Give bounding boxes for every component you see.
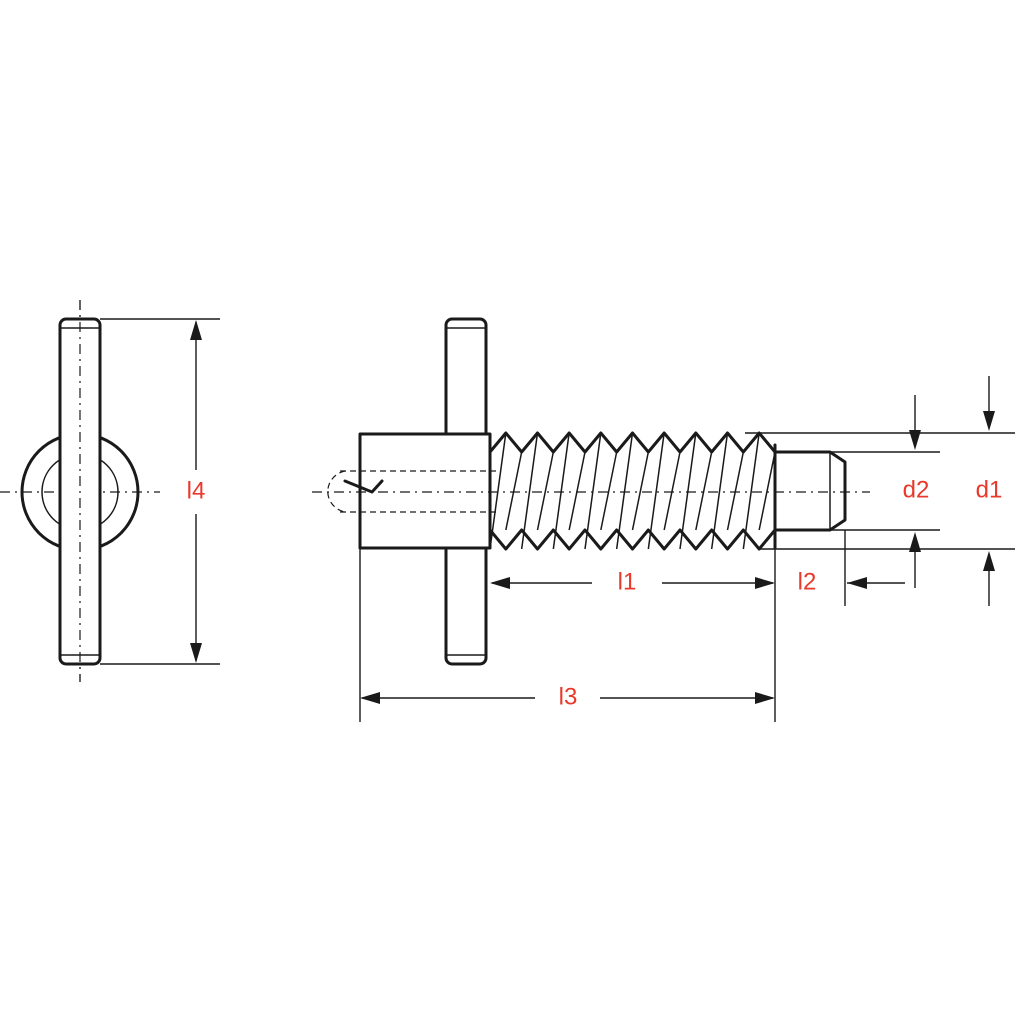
head-block [358,432,492,550]
dimension-l1: l1 [490,548,776,598]
d1-arrow-bottom [983,551,995,571]
front-view [312,317,870,666]
dimension-d2: d2 [780,395,940,588]
thread-helix-line [647,432,665,550]
l2-arrow [847,577,867,589]
l4-arrow-top [190,320,202,340]
thread-root-line [695,451,713,531]
l2-label: l2 [798,568,817,595]
thread-root-line [758,451,776,531]
d2-label: d2 [903,476,930,503]
pilot-tip [773,450,847,532]
thread-helix-line [520,432,539,550]
d2-arrow-top [909,430,921,450]
thread-root-line [663,451,681,531]
dimension-l2: l2 [798,530,905,606]
dimension-l3: l3 [359,548,776,722]
thread-root-line [536,451,555,531]
l4-arrow-bottom [190,643,202,663]
thread-root-line [600,451,618,531]
l1-arrow-left [490,577,510,589]
thread-helix-line [679,432,697,550]
l3-arrow-left [360,692,380,704]
l1-label: l1 [618,568,637,595]
thread-root-line [568,451,586,531]
thread-helix-line [710,432,729,550]
thread-helix-line [615,432,634,550]
dimension-l4: l4 [100,318,220,665]
thread-root-line [726,451,745,531]
side-view [0,300,160,682]
hidden-bore-end [327,470,346,513]
threaded-section [488,431,777,551]
l1-arrow-right [755,577,775,589]
thread-profile-bottom [488,528,777,551]
thread-root-line [631,451,650,531]
d2-arrow-bottom [909,532,921,552]
l3-arrow-right [755,692,775,704]
d1-arrow-top [983,411,995,431]
thread-helix-line [489,432,507,550]
thread-helix-line [584,432,602,550]
thread-helix-lines [489,432,776,550]
thread-helix-line [552,432,570,550]
l3-label: l3 [559,683,578,710]
dimension-d1: d1 [745,376,1015,606]
l4-label: l4 [187,477,206,504]
d1-label: d1 [976,476,1003,503]
thread-helix-line [742,432,760,550]
thread-root-line [505,451,523,531]
